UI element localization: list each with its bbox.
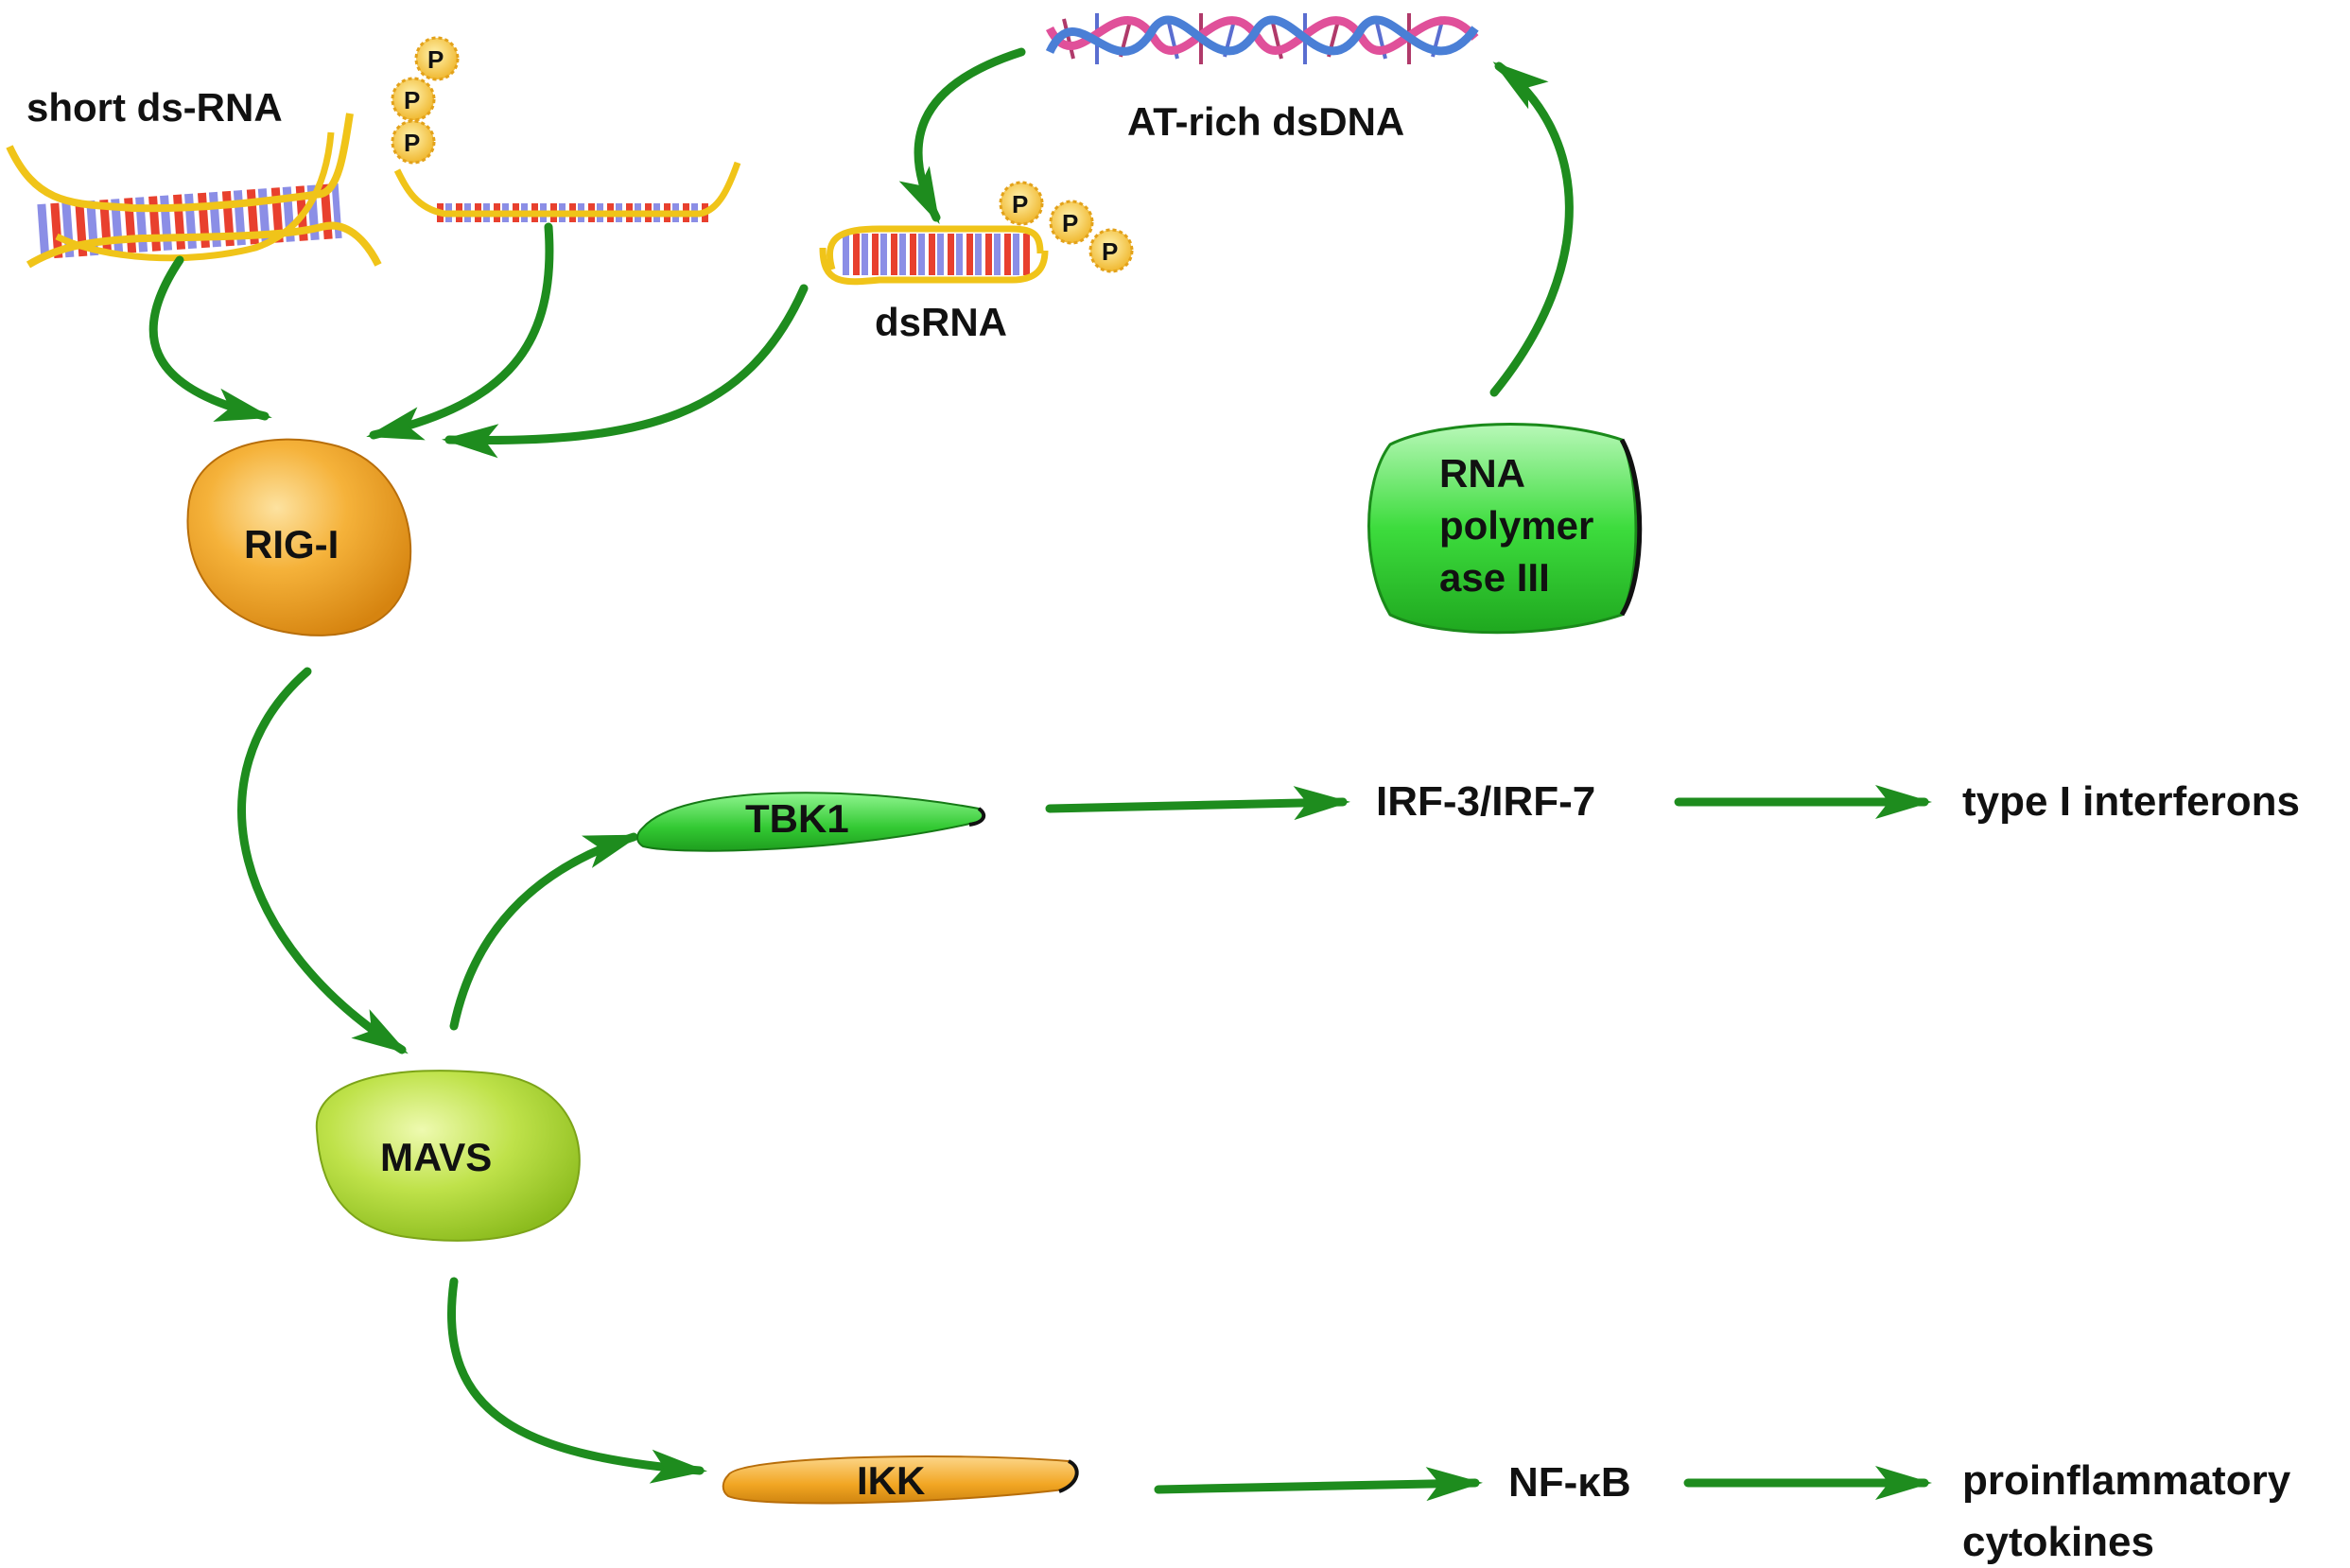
dsrna-bases	[842, 234, 1031, 275]
rna-polymerase-iii-label-line1: RNA	[1439, 451, 1525, 496]
arrow-rigi-to-mavs	[237, 667, 409, 1054]
dsrna-strand-bottom	[819, 247, 1049, 286]
helix-strand-blue	[1045, 15, 1479, 56]
phosphate-icon	[999, 181, 1044, 226]
arrow-dsdna-to-dsrna	[898, 47, 1026, 225]
arrow-tbk1-to-irf	[1045, 786, 1350, 821]
phosphate-icon	[1049, 200, 1094, 245]
mavs-shape	[315, 1070, 581, 1242]
type-i-interferons-label: type I interferons	[1962, 778, 2300, 825]
arrows	[148, 47, 1932, 1502]
short-dsrna-strand-top	[6, 113, 354, 213]
arrow-ppp-rna-to-rigi	[366, 222, 554, 441]
dsrna-strand-top	[827, 225, 1044, 270]
dsrna-label: dsRNA	[875, 300, 1007, 344]
at-rich-dsdna-label: AT-rich dsDNA	[1127, 99, 1404, 144]
at-rich-dsdna-helix	[1045, 13, 1479, 64]
rna-polymerase-iii-shadow	[1619, 438, 1643, 617]
rna-polymerase-iii-node: RNA polymer ase III	[1367, 423, 1643, 635]
tbk1-node: TBK1	[636, 792, 986, 852]
phosphate-label: P	[427, 45, 444, 74]
proinflammatory-label-line1: proinflammatory	[1962, 1457, 2291, 1504]
proinflammatory-label-line2: cytokines	[1962, 1519, 2154, 1565]
arrow-short-dsrna-to-rigi	[148, 255, 272, 422]
ppp-rna-strand	[393, 161, 741, 218]
arrow-mavs-to-tbk1	[449, 832, 641, 1031]
rigi-shape	[186, 438, 412, 636]
phosphate-icon	[391, 119, 436, 165]
irf-label: IRF-3/IRF-7	[1376, 778, 1595, 825]
rigi-label: RIG-I	[244, 522, 339, 566]
arrow-ikk-to-nfkb	[1154, 1467, 1483, 1502]
ikk-label: IKK	[857, 1458, 925, 1503]
arrow-dsrna-to-rigi	[442, 284, 809, 459]
tbk1-label: TBK1	[745, 796, 849, 841]
short-dsrna-molecule	[6, 113, 382, 269]
ppp-group-top-left: P P P	[391, 36, 460, 165]
arrow-mavs-to-ikk	[447, 1277, 707, 1484]
phosphate-label: P	[1062, 209, 1078, 237]
mavs-label: MAVS	[380, 1135, 492, 1179]
short-dsrna-strand-cross	[55, 131, 335, 262]
phosphate-icon	[1088, 228, 1134, 273]
rna-polymerase-iii-shape	[1367, 423, 1638, 635]
rna-polymerase-iii-label-line3: ase III	[1439, 555, 1550, 600]
phosphate-label: P	[1102, 237, 1118, 266]
short-dsrna-label: short ds-RNA	[26, 85, 283, 130]
arrow-rnapol-to-dsdna	[1489, 61, 1574, 397]
rna-polymerase-iii-label-line2: polymer	[1439, 503, 1593, 548]
phosphate-label: P	[404, 129, 420, 157]
tbk1-shadow	[968, 807, 986, 827]
phosphate-label: P	[404, 86, 420, 114]
ppp-group-dsrna: P P P	[999, 181, 1134, 273]
dsrna-ppp-molecule	[819, 225, 1049, 286]
rigi-node: RIG-I	[186, 438, 412, 636]
phosphate-icon	[391, 77, 436, 122]
ppp-rna-molecule	[393, 161, 741, 222]
phosphate-label: P	[1012, 190, 1028, 218]
nfkb-label: NF-κB	[1508, 1459, 1631, 1506]
ikk-node: IKK	[722, 1455, 1079, 1505]
mavs-node: MAVS	[315, 1070, 581, 1242]
helix-strand-pink	[1045, 15, 1479, 55]
phosphate-icon	[414, 36, 460, 81]
ikk-shadow	[1058, 1459, 1079, 1493]
